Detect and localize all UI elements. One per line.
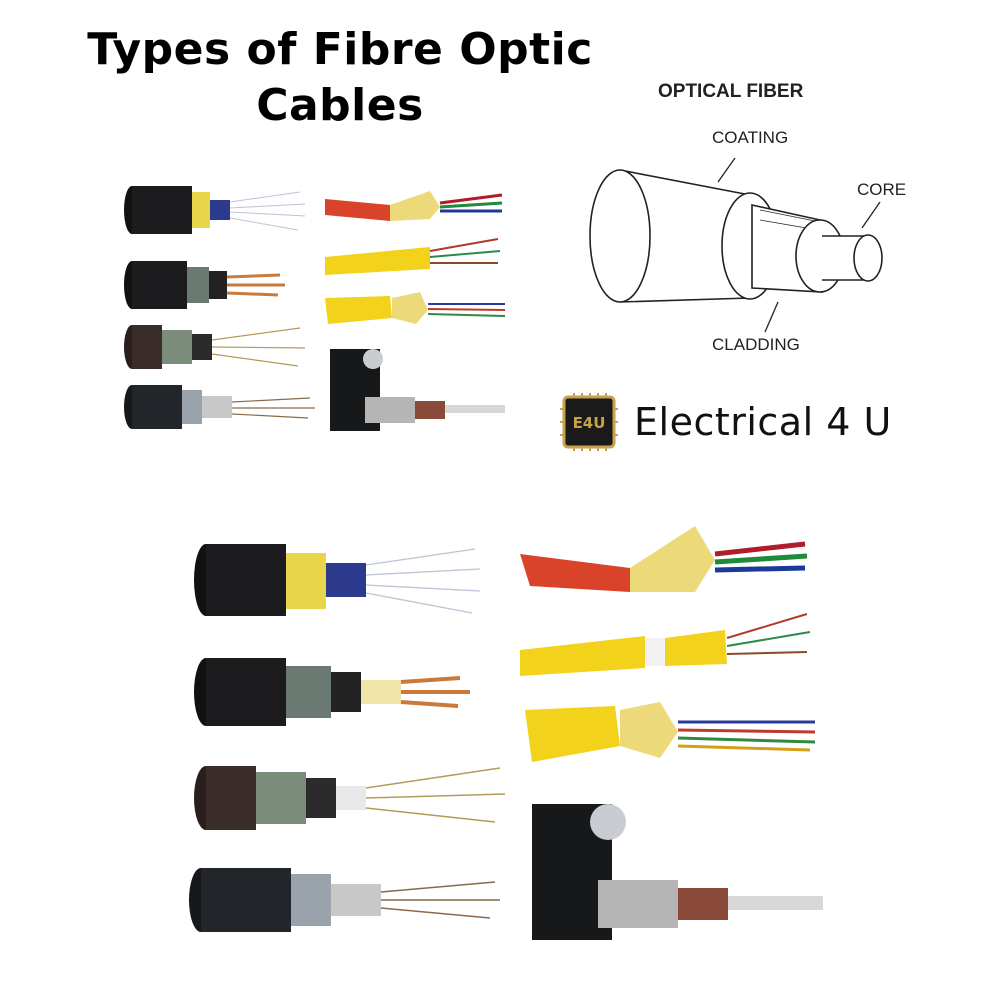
brand-name: Electrical 4 U xyxy=(634,400,892,444)
optical-fiber-diagram: OPTICAL FIBER COATING CORE CLADDING xyxy=(589,81,906,354)
large-cable-armored-steel xyxy=(194,658,470,726)
coating-layer xyxy=(589,169,779,303)
label-coating: COATING xyxy=(712,128,788,147)
title-line-2: Cables xyxy=(256,80,424,131)
small-cable-yellow-simplex xyxy=(325,292,506,324)
small-cable-double-armored xyxy=(124,325,306,369)
large-cable-loose-tube-black xyxy=(194,544,481,616)
small-cable-yellow-distribution xyxy=(325,238,501,275)
core-leader xyxy=(861,201,881,229)
large-cable-yellow-distribution xyxy=(520,613,811,676)
title-line-1: Types of Fibre Optic xyxy=(87,24,593,75)
e4u-logo-icon: E4U xyxy=(560,393,618,451)
small-cable-figure-8-aerial xyxy=(330,349,505,431)
brand-block: E4U Electrical 4 U xyxy=(560,392,940,452)
label-cladding: CLADDING xyxy=(712,335,800,354)
large-cable-yellow-simplex xyxy=(525,702,816,762)
large-cable-figure-8-aerial xyxy=(532,804,823,940)
cladding-leader xyxy=(764,301,779,333)
page-title: Types of Fibre Optic Cables xyxy=(60,22,620,134)
logo-text: E4U xyxy=(573,414,606,432)
label-core: CORE xyxy=(857,180,906,199)
small-cable-red-jacket xyxy=(325,191,503,221)
core-layer xyxy=(822,234,883,282)
diagram-heading: OPTICAL FIBER xyxy=(658,81,804,102)
large-cable-double-armored xyxy=(194,766,506,830)
coating-leader xyxy=(717,157,736,183)
large-cable-stranded-messenger xyxy=(189,868,500,932)
large-cable-red-jacket xyxy=(520,526,808,592)
small-cable-loose-tube-black xyxy=(124,186,306,234)
small-cable-stranded-messenger xyxy=(124,385,315,429)
small-cable-armored-steel xyxy=(124,261,285,309)
